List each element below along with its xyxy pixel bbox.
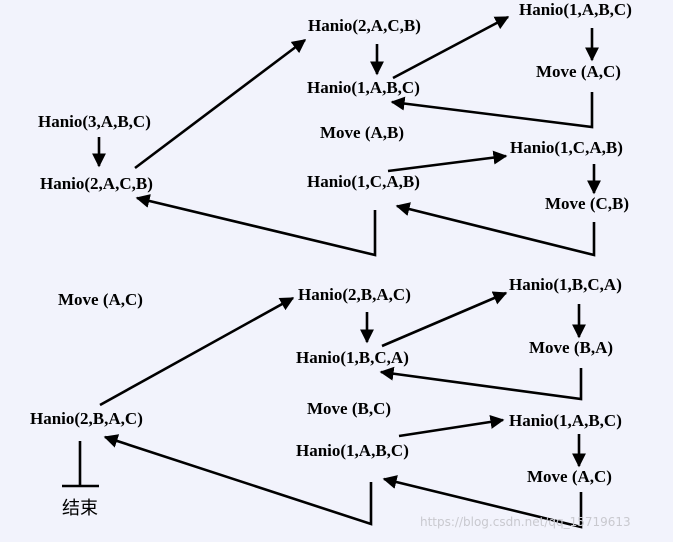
arrow-hanio1bca-up [381, 291, 508, 348]
arrow-move-ac-return [390, 92, 594, 129]
node-hanio-2-bac-top: Hanio(2,B,A,C) [298, 285, 411, 304]
arrow-hanio1abc-up [392, 15, 510, 80]
node-move-ac-upper: Move (A,C) [536, 62, 621, 81]
node-hanio-1-cab-mid: Hanio(1,C,A,B) [307, 172, 420, 191]
node-move-ac-middle: Move (A,C) [58, 290, 143, 309]
node-hanio-1-bca-mid: Hanio(1,B,C,A) [296, 348, 409, 367]
node-hanio-1-abc-lower-mid: Hanio(1,A,B,C) [296, 441, 409, 460]
node-move-cb: Move (C,B) [545, 194, 630, 213]
arrow-hanio1cab-up [387, 150, 508, 173]
node-hanio-1-bca-right: Hanio(1,B,C,A) [509, 275, 622, 294]
node-move-ba: Move (B,A) [529, 338, 614, 357]
watermark: https://blog.csdn.net/qq_15719613 [420, 515, 631, 529]
arrow-move-ac-lower-return [382, 475, 583, 529]
node-move-bc: Move (B,C) [307, 399, 392, 418]
node-hanio-1-abc-upper-mid: Hanio(1,A,B,C) [307, 78, 420, 97]
arrow-hanio2acb-to-sub [134, 38, 307, 170]
node-hanio-2-acb-top: Hanio(2,A,C,B) [308, 16, 421, 35]
node-hanio-2-bac-left: Hanio(2,B,A,C) [30, 409, 143, 428]
node-hanio-1-abc-top-right: Hanio(1,A,B,C) [519, 0, 632, 19]
arrow-return-to-hanio2acb [135, 194, 377, 257]
arrow-hanio1abc-lower-up [398, 414, 505, 438]
node-move-ac-lower: Move (A,C) [527, 467, 612, 486]
node-hanio-2-acb-left: Hanio(2,A,C,B) [40, 174, 153, 193]
node-hanio-1-cab-right: Hanio(1,C,A,B) [510, 138, 623, 157]
node-hanio-1-abc-lower-right: Hanio(1,A,B,C) [509, 411, 622, 430]
node-move-ab: Move (A,B) [320, 123, 405, 142]
arrow-return-to-hanio2bac [103, 434, 373, 526]
end-label: 结束 [62, 498, 98, 519]
node-hanio-3-abc: Hanio(3,A,B,C) [38, 112, 151, 131]
arrow-hanio2bac-to-sub [99, 296, 295, 407]
arrow-move-cb-return [395, 202, 596, 257]
arrow-move-ba-return [379, 366, 583, 401]
